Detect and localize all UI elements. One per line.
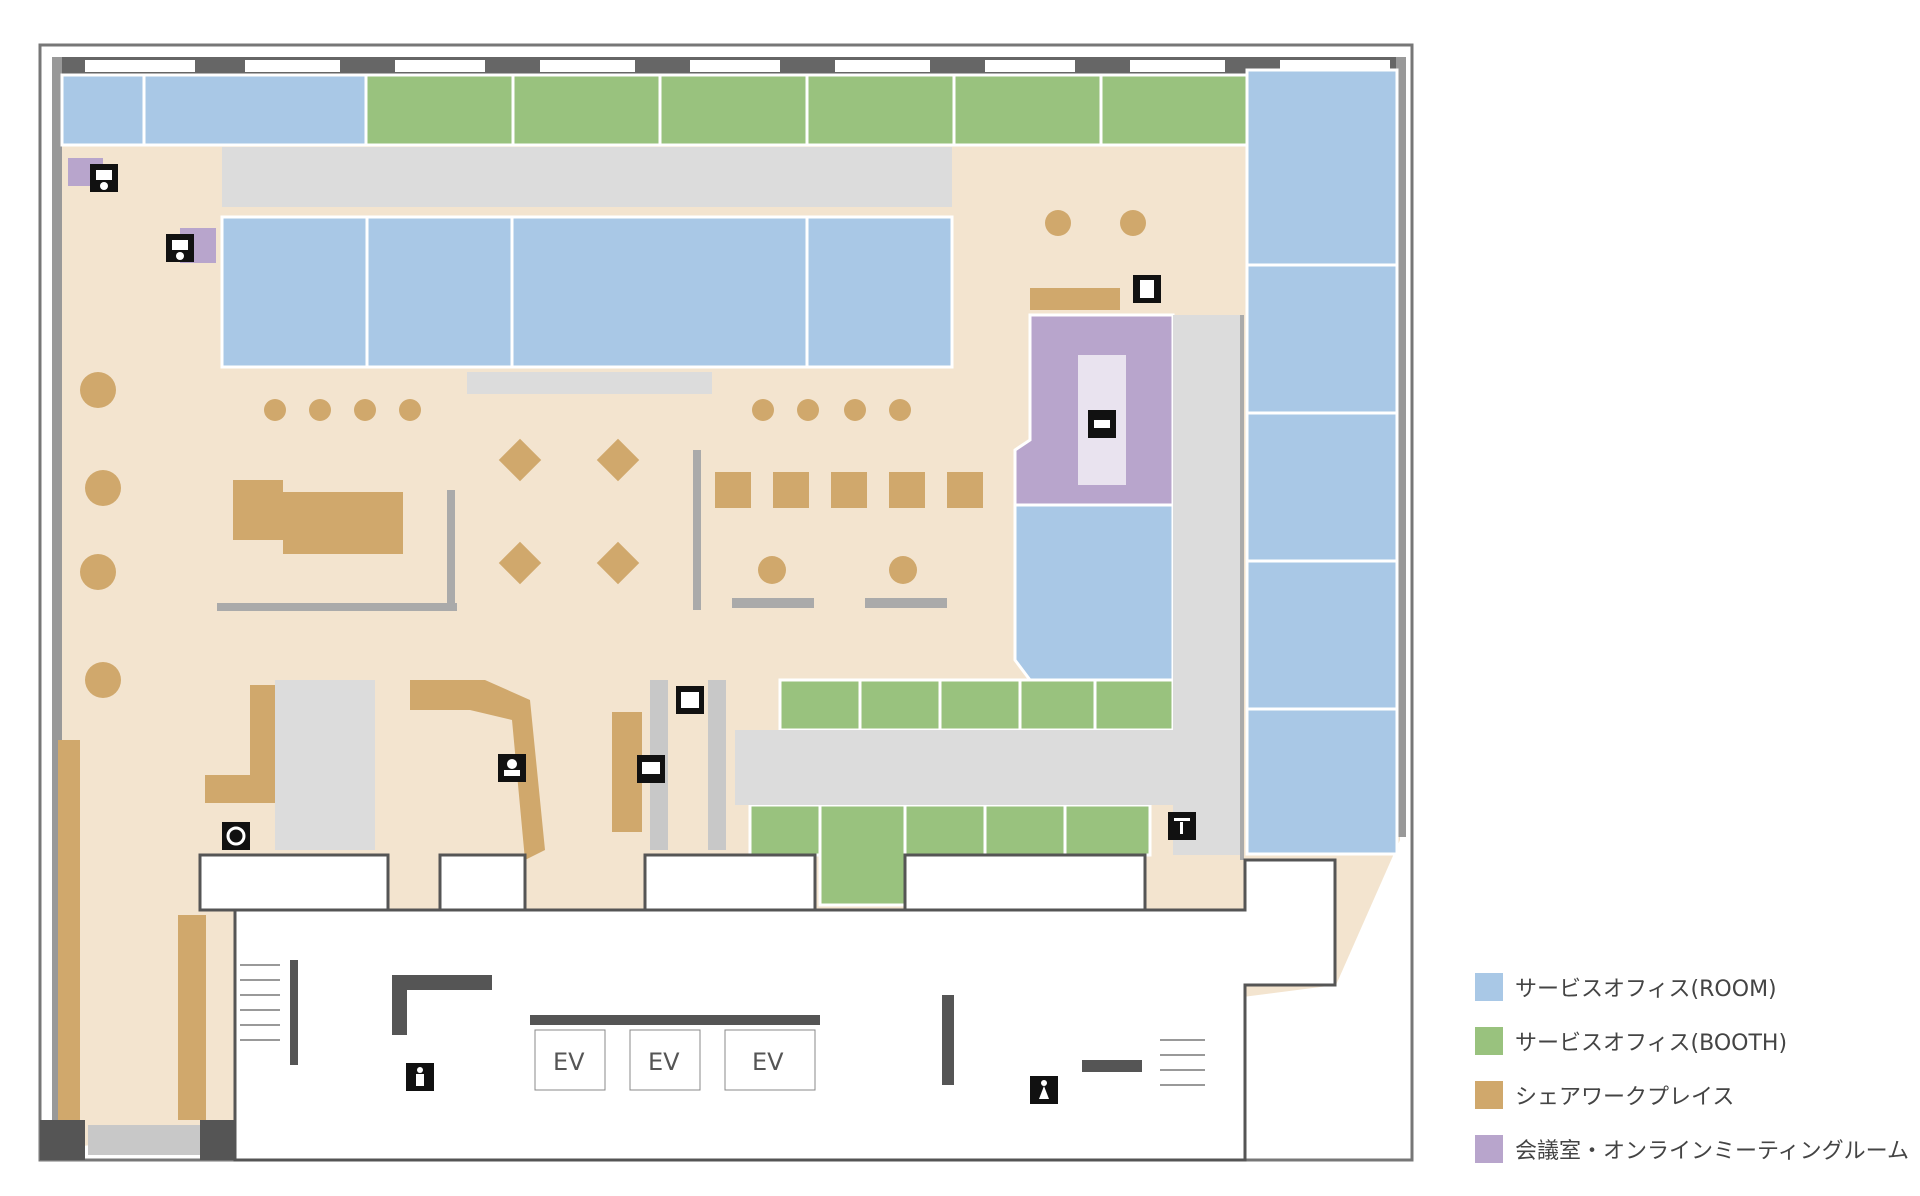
building-core <box>198 853 1337 1162</box>
service-office-room-zones <box>60 68 1399 856</box>
elevator-1 <box>534 1029 606 1091</box>
legend-swatch-meeting <box>1475 1135 1503 1163</box>
online-meeting-icon <box>166 234 194 262</box>
reception-icon <box>498 754 526 782</box>
elevator-2 <box>629 1029 701 1091</box>
legend-swatch-share <box>1475 1081 1503 1109</box>
elevator-label-3: EV <box>752 1048 784 1076</box>
restroom-female-icon <box>1030 1076 1058 1104</box>
printer-icon <box>676 686 704 714</box>
vending-machine-icon <box>637 755 665 783</box>
legend-label-meeting: 会議室・オンラインミーティングルーム <box>1515 1139 1910 1164</box>
online-meeting-icon <box>90 164 118 192</box>
elevator-3 <box>724 1029 816 1091</box>
mailbox-icon <box>1168 812 1196 840</box>
elevator-label-2: EV <box>648 1048 680 1076</box>
legend-swatch-room <box>1475 973 1503 1001</box>
legend-swatch-booth <box>1475 1027 1503 1055</box>
legend-item-share: シェアワークプレイス <box>1475 1068 1905 1122</box>
legend: サービスオフィス(ROOM) サービスオフィス(BOOTH) シェアワークプレイ… <box>1475 960 1909 1176</box>
locker-icon <box>1133 275 1161 303</box>
legend-label-room: サービスオフィス(ROOM) <box>1515 977 1777 1002</box>
legend-item-meeting: 会議室・オンラインミーティングルーム <box>1475 1122 1909 1176</box>
elevator-label-1: EV <box>553 1048 585 1076</box>
round-tables <box>80 210 1146 698</box>
legend-item-booth: サービスオフィス(BOOTH) <box>1475 1014 1905 1068</box>
legend-item-room: サービスオフィス(ROOM) <box>1475 960 1905 1014</box>
legend-label-booth: サービスオフィス(BOOTH) <box>1515 1031 1788 1056</box>
meeting-room-icon <box>1088 410 1116 438</box>
corridors <box>222 147 1243 855</box>
phone-booth-icon <box>222 822 250 850</box>
legend-label-share: シェアワークプレイス <box>1515 1085 1735 1110</box>
service-office-booth-zones <box>364 73 1249 907</box>
restroom-male-icon <box>406 1063 434 1091</box>
